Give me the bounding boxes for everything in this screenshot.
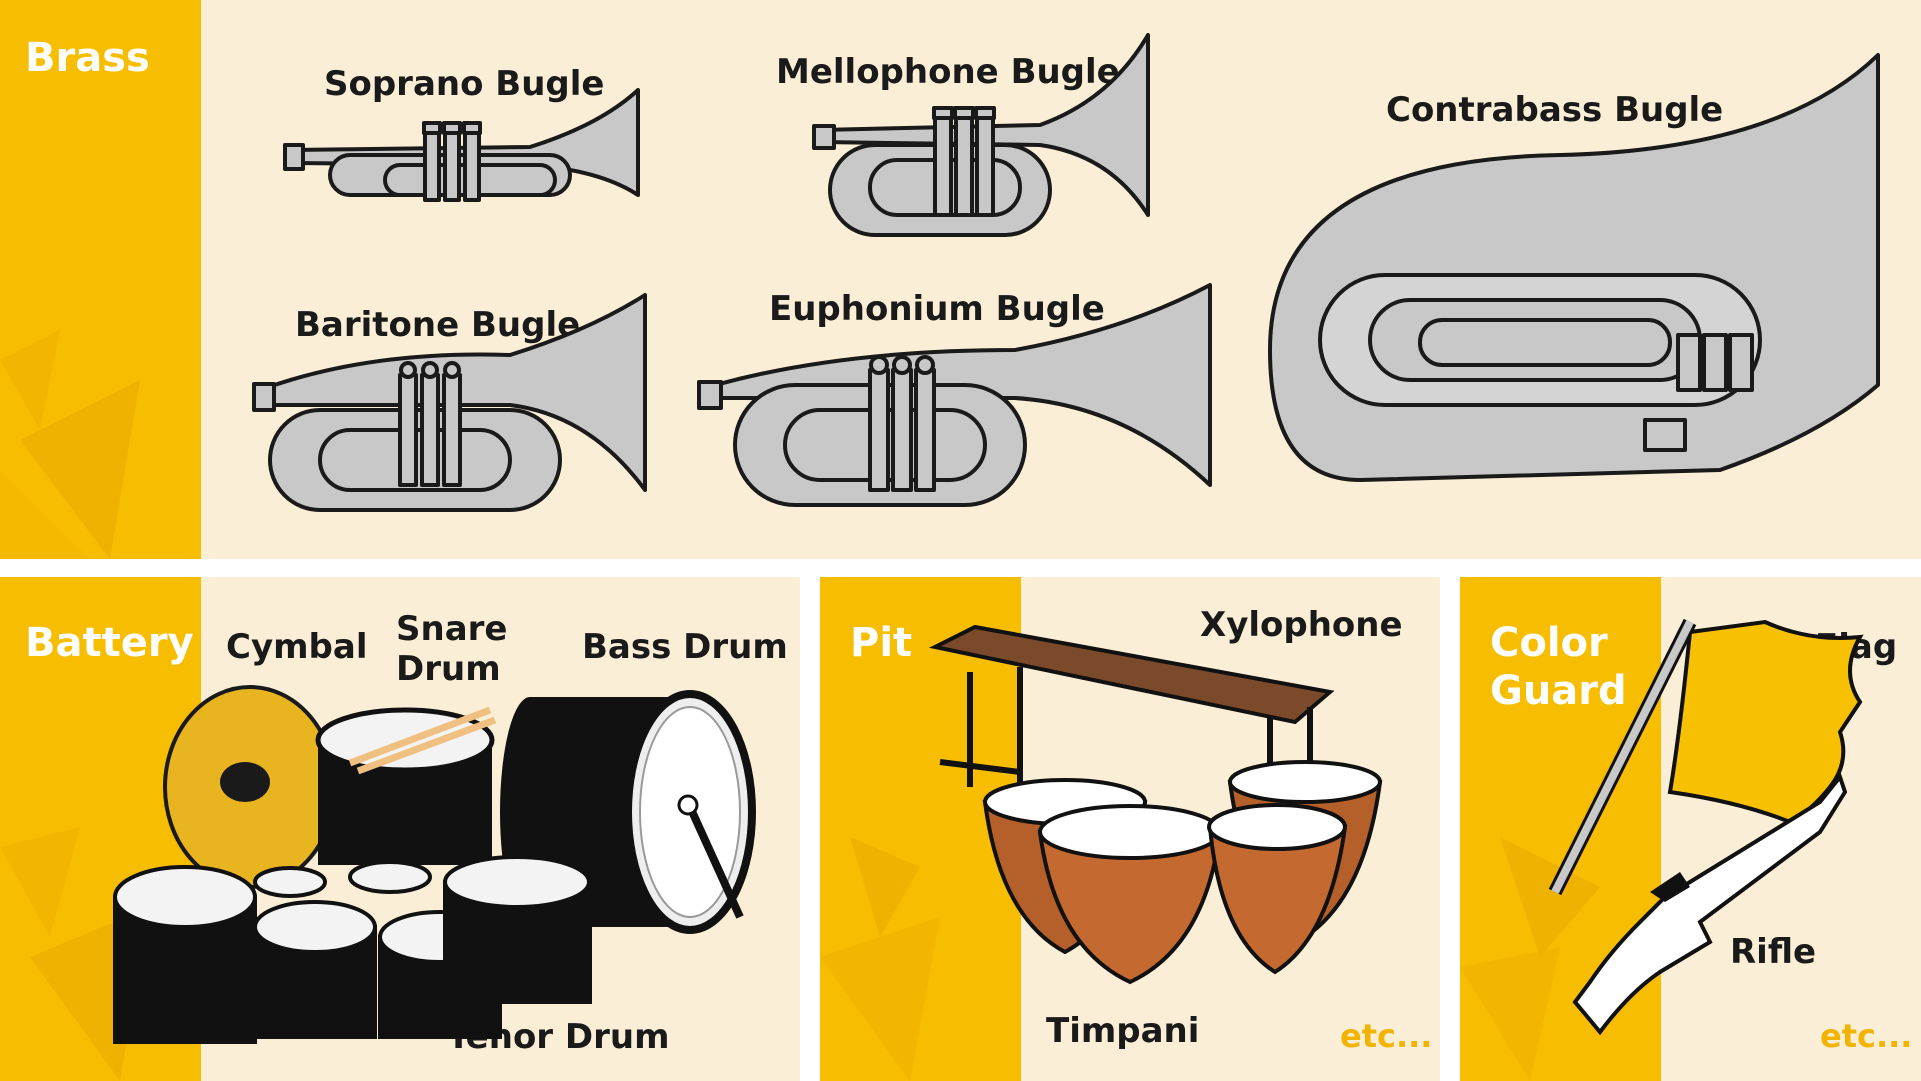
brass-title: Brass xyxy=(25,35,150,81)
tenor-drum-icon xyxy=(113,855,592,1044)
flag-icon xyxy=(1548,618,1864,896)
cymbal-icon xyxy=(163,685,337,889)
xylophone-label: Xylophone xyxy=(1200,605,1403,645)
baritone-bugle-label: Baritone Bugle xyxy=(295,305,581,345)
decorative-triangles xyxy=(1460,837,1600,1081)
rifle-icon xyxy=(1572,772,1848,1036)
mellophone-bugle-label: Mellophone Bugle xyxy=(776,52,1120,92)
pit-etc: etc... xyxy=(1340,1017,1433,1055)
decorative-triangles xyxy=(820,837,940,1081)
bass-drum-label: Bass Drum xyxy=(582,627,788,667)
battery-panel: Battery Cymbal Snare Drum Bass Drum Teno… xyxy=(0,577,800,1081)
color-guard-etc: etc... xyxy=(1820,1017,1913,1055)
mellophone-bugle-icon xyxy=(812,33,1150,237)
color-guard-title: Color Guard xyxy=(1490,620,1627,714)
battery-title: Battery xyxy=(25,620,194,666)
baritone-bugle-icon xyxy=(252,293,647,512)
decorative-triangles xyxy=(0,330,140,559)
rifle-label: Rifle xyxy=(1730,932,1817,972)
snare-drum-label: Snare Drum xyxy=(396,609,508,689)
euphonium-bugle-label: Euphonium Bugle xyxy=(769,289,1105,329)
pit-title: Pit xyxy=(850,620,913,666)
soprano-bugle-icon xyxy=(283,88,640,202)
snare-drum-icon xyxy=(315,706,497,865)
pit-panel: Pit Xylophone Timpani etc... xyxy=(820,577,1440,1081)
color-guard-panel: Color Guard Flag Rifle etc... xyxy=(1460,577,1921,1081)
brass-stripe xyxy=(0,0,201,559)
euphonium-bugle-icon xyxy=(697,283,1212,507)
timpani-icon xyxy=(982,760,1383,985)
soprano-bugle-label: Soprano Bugle xyxy=(324,64,605,104)
contrabass-bugle-label: Contrabass Bugle xyxy=(1386,90,1724,130)
contrabass-bugle-icon xyxy=(1268,53,1880,482)
brass-panel: Brass Soprano Bugle Mellophone Bugle Con… xyxy=(0,0,1921,559)
timpani-label: Timpani xyxy=(1046,1011,1200,1051)
cymbal-label: Cymbal xyxy=(226,627,368,667)
